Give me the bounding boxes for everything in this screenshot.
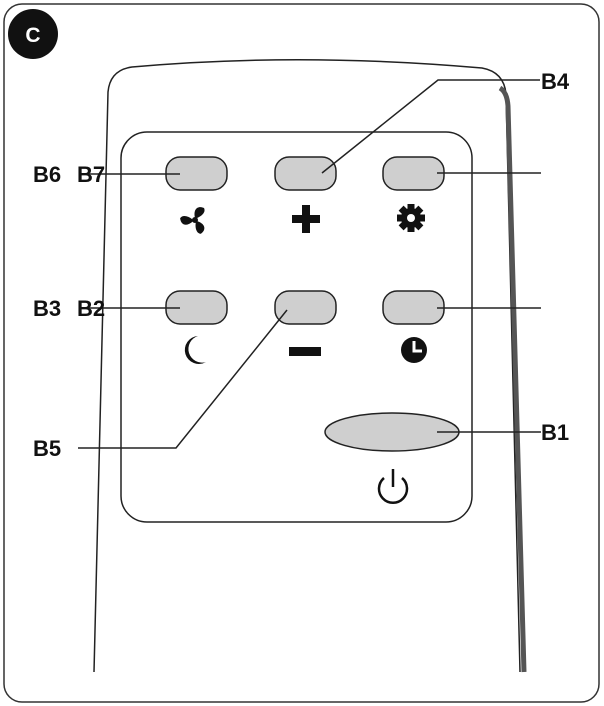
label-b4: B4 (541, 69, 570, 94)
panel-badge: C (8, 9, 58, 59)
label-b2: B2 (77, 296, 105, 321)
plus-button[interactable] (274, 156, 337, 191)
button-panel (120, 131, 473, 523)
minus-button[interactable] (274, 290, 337, 325)
minus-icon (289, 347, 321, 356)
leader-lines (78, 79, 541, 449)
remote-body (93, 58, 527, 673)
label-b3: B3 (33, 296, 61, 321)
gear-icon (397, 204, 425, 232)
settings-button[interactable] (382, 156, 445, 191)
clock-icon (401, 337, 427, 363)
panel-badge-circle (8, 9, 58, 59)
fan-icon (180, 207, 205, 234)
callout-labels: B6 B7 B4 B3 B2 B5 B1 (33, 69, 570, 461)
power-icon (377, 469, 409, 504)
remote-side-shading (498, 85, 527, 673)
buttons (165, 156, 460, 452)
leader-b5 (78, 309, 288, 449)
timer-button[interactable] (382, 290, 445, 325)
plus-icon (292, 205, 320, 233)
remote-outline (93, 58, 521, 673)
label-b1: B1 (541, 420, 569, 445)
label-b6: B6 (33, 162, 61, 187)
panel-badge-letter: C (25, 24, 40, 47)
label-b5: B5 (33, 436, 61, 461)
moon-icon (184, 336, 206, 364)
label-b7: B7 (77, 162, 105, 187)
leader-b4 (321, 79, 540, 174)
